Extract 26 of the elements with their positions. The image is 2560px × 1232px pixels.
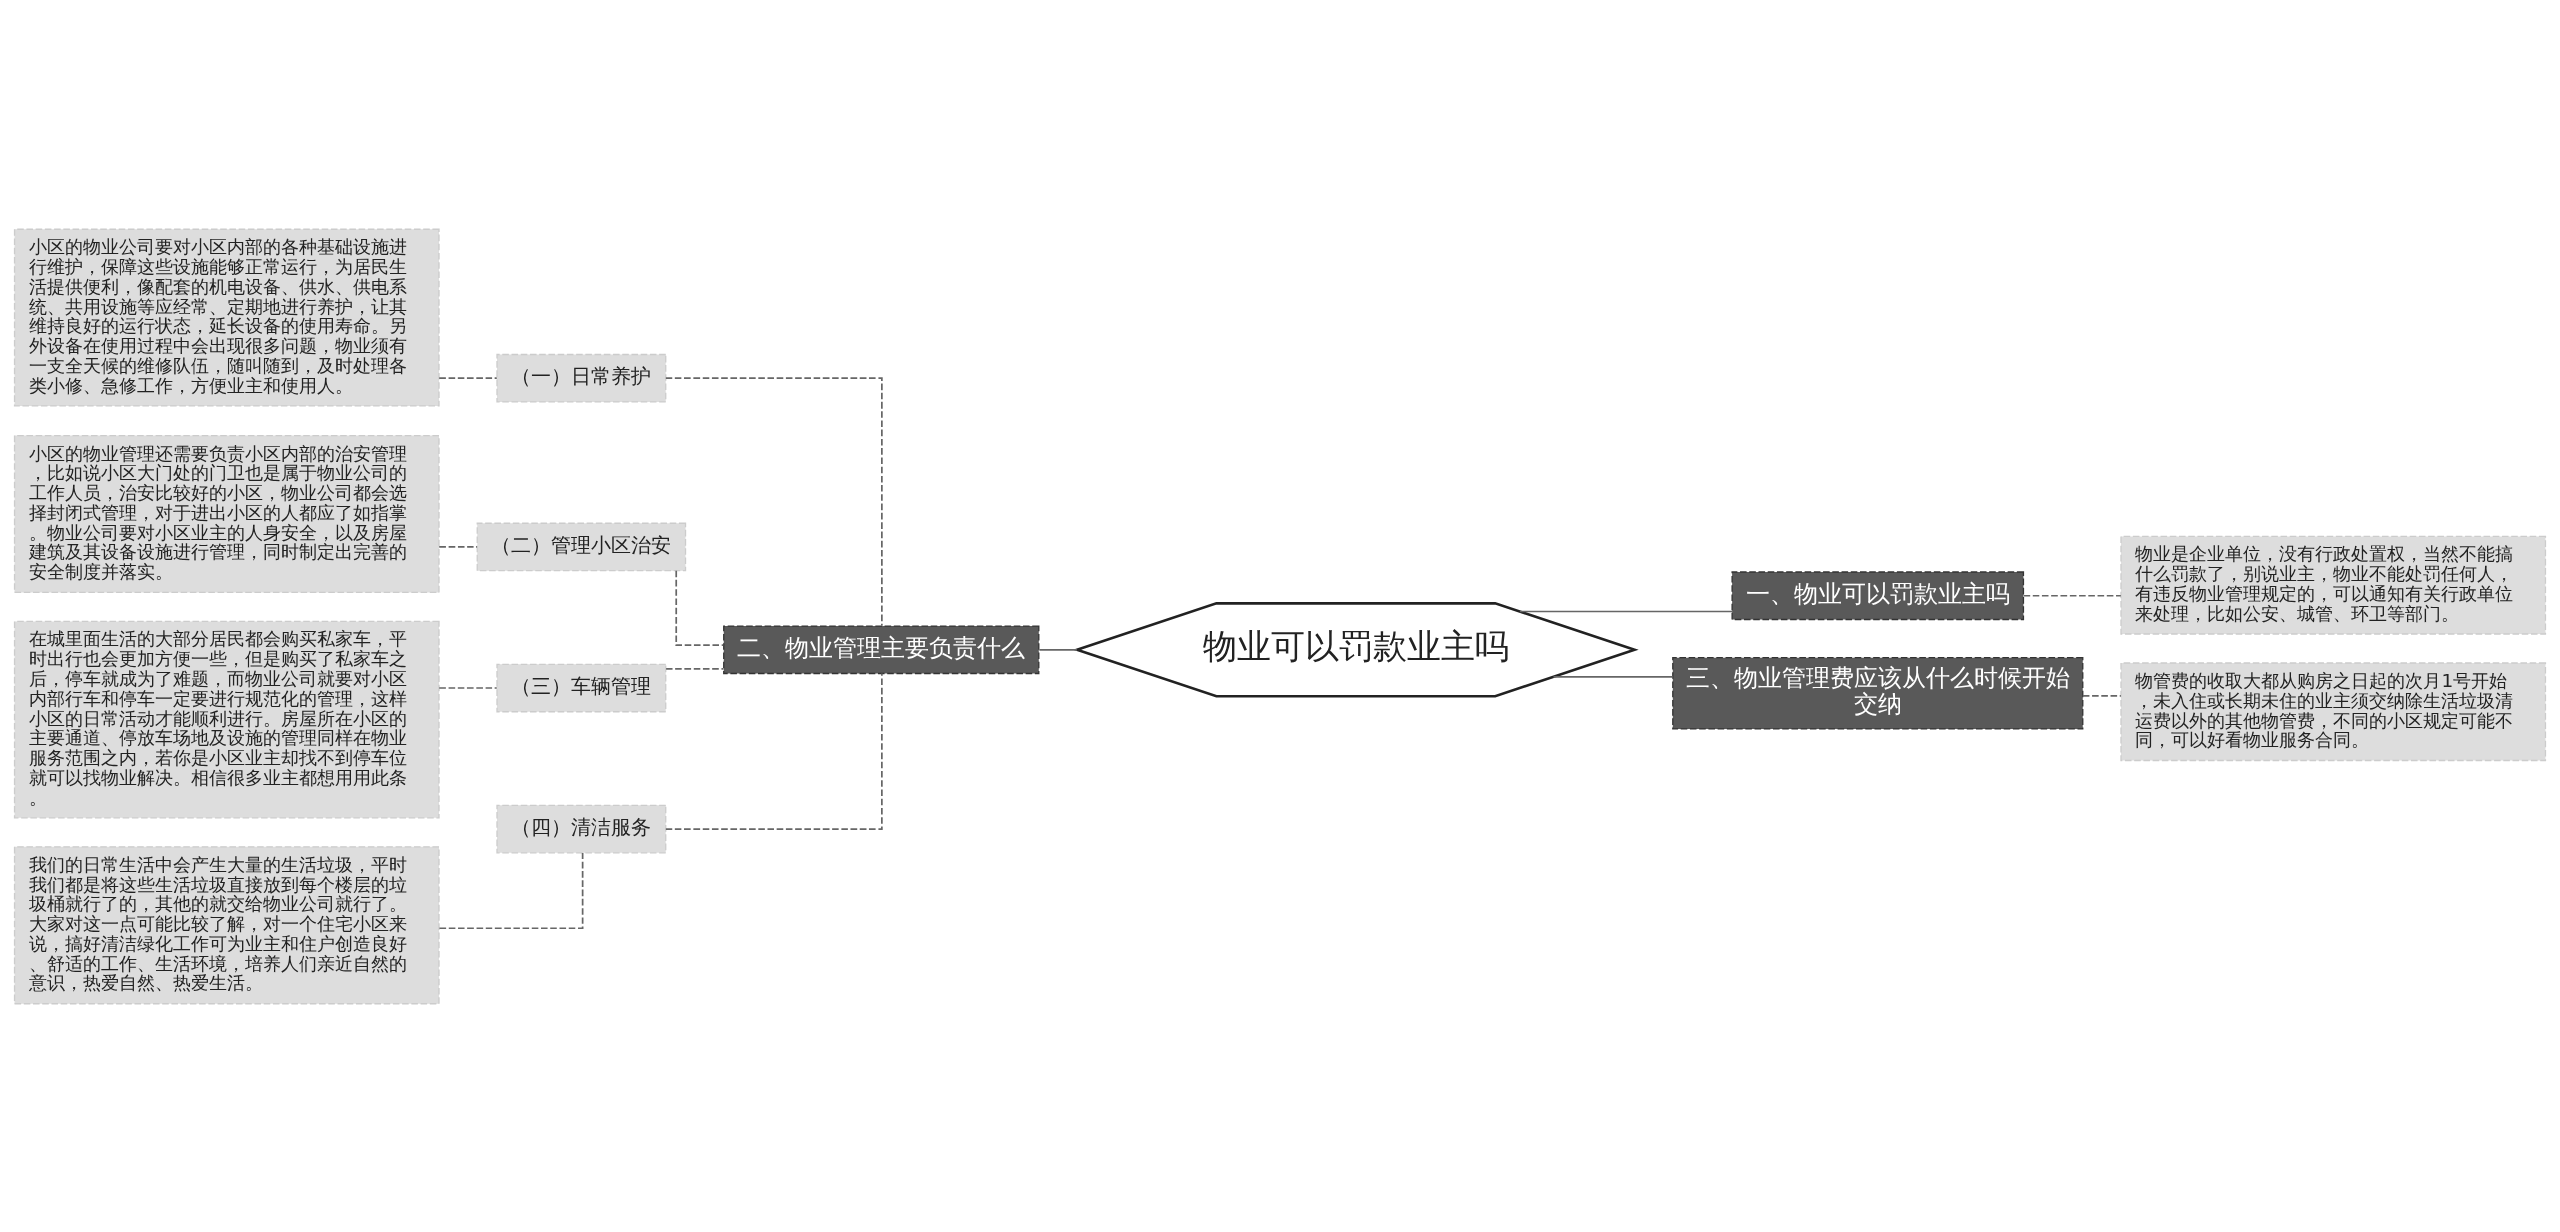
- node-box: 小区的物业管理还需要负责小区内部的治安管理，比如说小区大门处的门卫也是属于物业公司的工作人员，治安比较好的小区，物业公司都会选择封闭式管理，对于进出小区的人都应了如指掌。物业公司要对小区业主的人身安全，以及房屋建筑及其设备设施进行管理，同时制定出完善的安全制度并落实。: [13, 434, 440, 593]
- node-box: 三、物业管理费应该从什么时候开始交纳: [1672, 656, 2084, 730]
- connector: [665, 376, 883, 627]
- node-box: 在城里面生活的大部分居民都会购买私家车，平时出行也会更加方便一些，但是购买了私家车之后，停车就成为了难题，而物业公司就要对小区内部行车和停车一定要进行规范化的管理，这样小区的日常活动才能顺利进行。房屋所在小区的主要通道、停放车场地及设施的管理同样在物业服务范围之内，若你是小区业主却找不到停车位就可以找物业解决。相信很多业主都想用用此条。: [13, 620, 440, 818]
- node-box: 物管费的收取大都从购房之日起的次月1号开始，未入住或长期未住的业主须交纳除生活垃圾清运费以外的其他物管费，不同的小区规定可能不同，可以好看物业服务合同。: [2120, 661, 2547, 761]
- connector: [665, 672, 883, 830]
- node-box: 物业是企业单位，没有行政处置权，当然不能搞什么罚款了，别说业主，物业不能处罚任何人，有违反物业管理规定的，可以通知有关行政单位来处理，比如公安、城管、环卫等部门。: [2120, 535, 2547, 635]
- connector: [1519, 610, 1733, 612]
- connector: [438, 545, 478, 548]
- connector: [2022, 594, 2122, 597]
- connector: [438, 686, 498, 689]
- node-box: 小区的物业公司要对小区内部的各种基础设施进行维护，保障这些设施能够正常运行，为居民生活提供便利，像配套的机电设备、供水、供电系统、共用设施等应经常、定期地进行养护，让其维持良好的运行状态，延长设备的使用寿命。另外设备在使用过程中会出现很多问题，物业须有一支全天候的维修队伍，随叫随到，及时处理各类小修、急修工作，方便业主和使用人。: [13, 228, 440, 407]
- node-box: （三）车辆管理: [496, 663, 667, 712]
- node-box: （一）日常养护: [496, 353, 667, 403]
- node-box: （四）清洁服务: [496, 804, 667, 853]
- connector: [2082, 694, 2122, 697]
- node-box: 二、物业管理主要负责什么: [723, 624, 1040, 674]
- connector: [1552, 675, 1674, 678]
- node-box: 我们的日常生活中会产生大量的生活垃圾，平时我们都是将这些生活垃圾直接放到每个楼层的垃圾桶就行了的，其他的就交给物业公司就行了。大家对这一点可能比较了解，对一个住宅小区来说，搞好清洁绿化工作可为业主和住户创造良好、舒适的工作、生活环境，培养人们亲近自然的意识，热爱自然、热爱生活。: [13, 845, 440, 1004]
- connector: [1038, 648, 1078, 651]
- connector: [438, 376, 498, 379]
- node-box: 一、物业可以罚款业主吗: [1731, 570, 2025, 620]
- connector: [665, 667, 725, 670]
- connector: [675, 569, 725, 646]
- node-box: （二）管理小区治安: [476, 522, 687, 571]
- connector: [438, 851, 584, 929]
